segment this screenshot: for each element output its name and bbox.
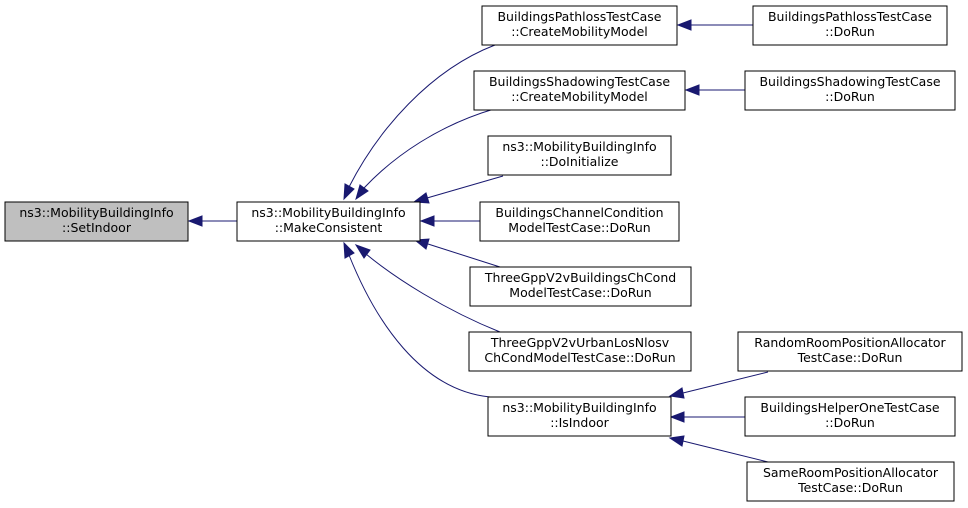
arrowhead-icon xyxy=(412,192,430,204)
node-helperone[interactable]: BuildingsHelperOneTestCase ::DoRun xyxy=(744,396,956,437)
node-shadowing-dorun-line1: BuildingsShadowingTestCase xyxy=(759,74,940,89)
node-setindoor[interactable]: ns3::MobilityBuildingInfo ::SetIndoor xyxy=(4,201,189,242)
edge-sameroom-to-isindoor xyxy=(682,440,769,463)
arrowhead-icon xyxy=(343,183,355,201)
arrowhead-icon xyxy=(419,215,435,227)
node-isindoor-line1: ns3::MobilityBuildingInfo xyxy=(502,400,656,415)
node-pathloss-cmm-line1: BuildingsPathlossTestCase xyxy=(497,9,661,24)
node-sameroom-line2: TestCase::DoRun xyxy=(797,480,903,495)
node-makeconsistent-line2: ::MakeConsistent xyxy=(275,220,383,235)
node-shadowing-dorun-line2: ::DoRun xyxy=(825,89,875,104)
arrowhead-icon xyxy=(354,244,371,259)
node-shadowing-cmm[interactable]: BuildingsShadowingTestCase ::CreateMobil… xyxy=(473,70,686,111)
arrowhead-icon xyxy=(676,19,692,31)
edges xyxy=(187,19,769,463)
node-helperone-line2: ::DoRun xyxy=(825,415,875,430)
arrowhead-icon xyxy=(684,84,700,96)
node-channelcondition[interactable]: BuildingsChannelCondition ModelTestCase:… xyxy=(479,201,680,242)
arrowhead-icon xyxy=(187,215,203,227)
node-pathloss-dorun[interactable]: BuildingsPathlossTestCase ::DoRun xyxy=(752,5,948,46)
node-pathloss-dorun-line1: BuildingsPathlossTestCase xyxy=(768,9,932,24)
nodes: ns3::MobilityBuildingInfo ::SetIndoor ns… xyxy=(4,5,963,502)
node-shadowing-dorun[interactable]: BuildingsShadowingTestCase ::DoRun xyxy=(744,70,956,111)
edge-pathloss-cmm-to-makeconsistent xyxy=(348,44,496,188)
node-pathloss-cmm[interactable]: BuildingsPathlossTestCase ::CreateMobili… xyxy=(481,5,678,46)
arrowhead-icon xyxy=(668,387,685,399)
arrowhead-icon xyxy=(355,184,369,201)
node-helperone-line1: BuildingsHelperOneTestCase xyxy=(760,400,940,415)
arrowhead-icon xyxy=(343,241,355,259)
node-v2vbuildings-line2: ModelTestCase::DoRun xyxy=(509,285,651,300)
node-isindoor[interactable]: ns3::MobilityBuildingInfo ::IsIndoor xyxy=(487,396,672,437)
node-shadowing-cmm-line1: BuildingsShadowingTestCase xyxy=(489,74,670,89)
edge-v2vurban-to-makeconsistent xyxy=(365,253,501,333)
node-v2vurban-line2: ChCondModelTestCase::DoRun xyxy=(484,350,675,365)
node-channelcondition-line1: BuildingsChannelCondition xyxy=(495,205,663,220)
node-isindoor-line2: ::IsIndoor xyxy=(550,415,609,430)
edge-doinitialize-to-makeconsistent xyxy=(426,175,504,199)
node-setindoor-line2: ::SetIndoor xyxy=(62,220,132,235)
edge-isindoor-to-makeconsistent xyxy=(348,254,491,398)
node-randomroom[interactable]: RandomRoomPositionAllocator TestCase::Do… xyxy=(737,331,963,372)
edge-shadowing-cmm-to-makeconsistent xyxy=(363,108,495,189)
node-pathloss-cmm-line2: ::CreateMobilityModel xyxy=(511,24,648,39)
node-pathloss-dorun-line2: ::DoRun xyxy=(825,24,875,39)
node-doinitialize-line2: ::DoInitialize xyxy=(540,154,618,169)
node-v2vbuildings[interactable]: ThreeGppV2vBuildingsChCond ModelTestCase… xyxy=(469,266,692,307)
edge-v2vbuildings-to-makeconsistent xyxy=(427,243,501,268)
node-shadowing-cmm-line2: ::CreateMobilityModel xyxy=(511,89,648,104)
node-makeconsistent[interactable]: ns3::MobilityBuildingInfo ::MakeConsiste… xyxy=(236,201,421,242)
node-v2vbuildings-line1: ThreeGppV2vBuildingsChCond xyxy=(484,270,676,285)
node-doinitialize[interactable]: ns3::MobilityBuildingInfo ::DoInitialize xyxy=(487,135,672,176)
node-randomroom-line2: TestCase::DoRun xyxy=(797,350,903,365)
node-randomroom-line1: RandomRoomPositionAllocator xyxy=(754,335,946,350)
node-channelcondition-line2: ModelTestCase::DoRun xyxy=(508,220,650,235)
node-v2vurban-line1: ThreeGppV2vUrbanLosNlosv xyxy=(490,335,670,350)
node-setindoor-line1: ns3::MobilityBuildingInfo xyxy=(19,205,173,220)
arrowhead-icon xyxy=(668,435,685,447)
node-makeconsistent-line1: ns3::MobilityBuildingInfo xyxy=(251,205,405,220)
node-v2vurban[interactable]: ThreeGppV2vUrbanLosNlosv ChCondModelTest… xyxy=(468,331,692,372)
arrowhead-icon xyxy=(669,411,685,423)
edge-randomroom-to-isindoor xyxy=(682,371,769,394)
node-sameroom[interactable]: SameRoomPositionAllocator TestCase::DoRu… xyxy=(746,461,955,502)
node-sameroom-line1: SameRoomPositionAllocator xyxy=(763,465,939,480)
node-doinitialize-line1: ns3::MobilityBuildingInfo xyxy=(502,139,656,154)
